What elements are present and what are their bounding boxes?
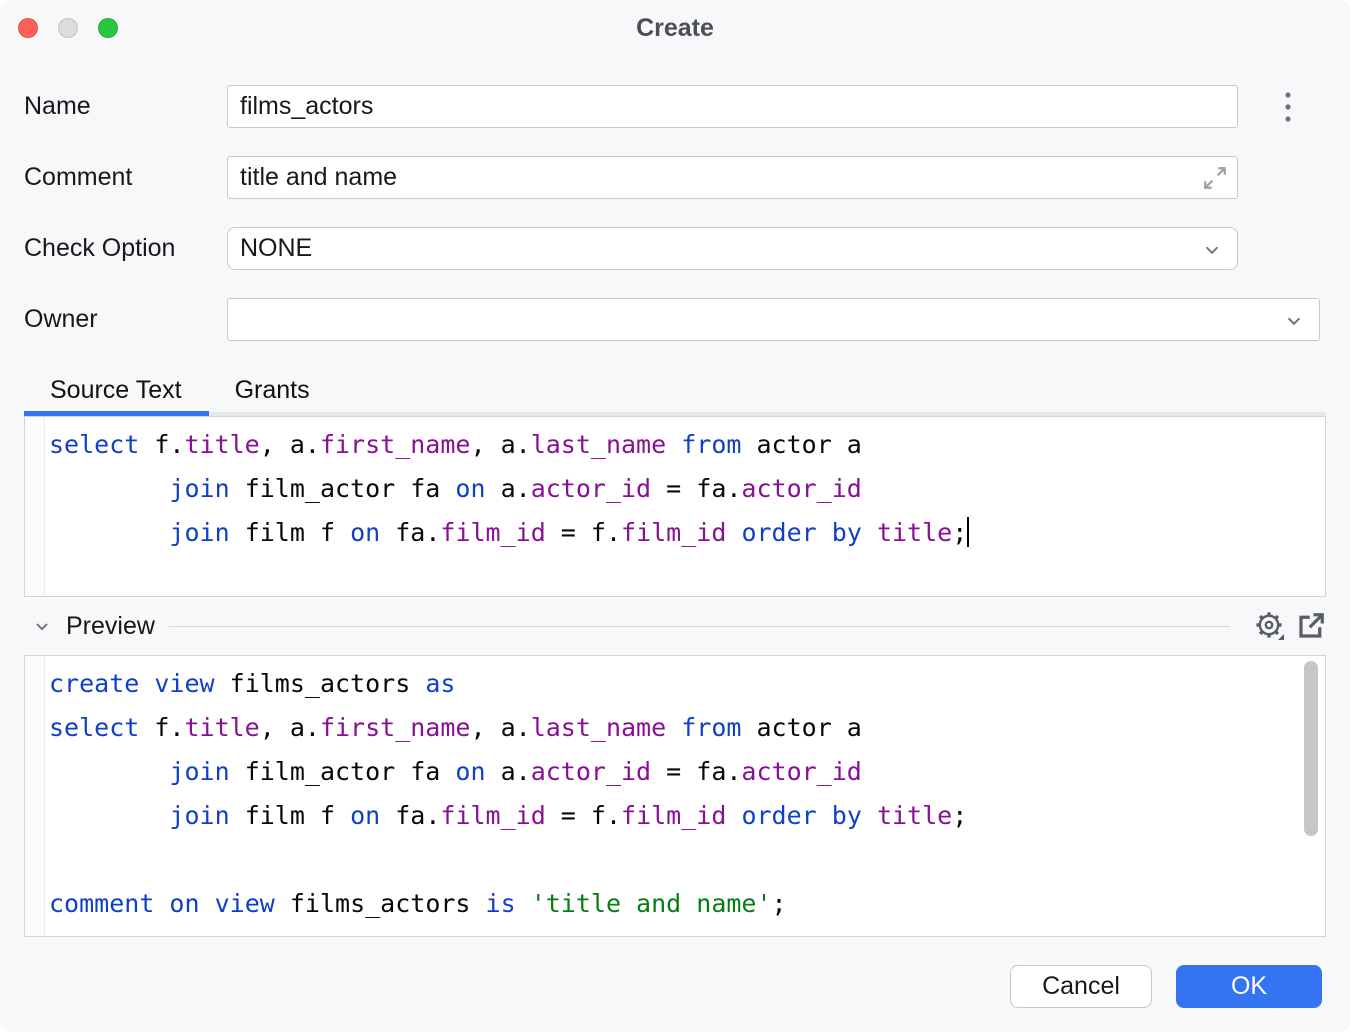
comment-row: Comment — [24, 156, 1326, 199]
text-caret — [967, 517, 970, 547]
tab-source-text[interactable]: Source Text — [24, 367, 209, 416]
collapse-chevron-icon[interactable] — [30, 614, 54, 638]
chevron-down-icon[interactable] — [1283, 310, 1305, 339]
open-in-window-icon[interactable] — [1296, 611, 1326, 641]
tab-grants-label: Grants — [234, 376, 310, 404]
editor-gutter — [25, 417, 45, 596]
scrollbar-thumb[interactable] — [1304, 661, 1318, 836]
chevron-down-icon[interactable] — [1201, 239, 1223, 268]
cancel-button[interactable]: Cancel — [1010, 965, 1152, 1008]
form: Name Comment — [0, 56, 1350, 341]
titlebar: Create — [0, 0, 1350, 56]
preview-header: Preview — [0, 597, 1350, 655]
kebab-menu-icon[interactable] — [1279, 88, 1297, 126]
owner-select[interactable] — [227, 298, 1320, 341]
preview-title: Preview — [66, 611, 155, 640]
close-button[interactable] — [18, 18, 38, 38]
zoom-button[interactable] — [98, 18, 118, 38]
page-title: Create — [636, 14, 714, 42]
name-input[interactable] — [227, 85, 1238, 128]
ok-button[interactable]: OK — [1176, 965, 1322, 1008]
settings-gear-icon[interactable] — [1254, 610, 1286, 642]
owner-row: Owner — [24, 298, 1326, 341]
comment-input[interactable] — [227, 156, 1238, 199]
tab-bar: Source Text Grants — [24, 367, 1326, 416]
footer: Cancel OK — [0, 965, 1322, 1008]
name-row: Name — [24, 85, 1326, 128]
expand-editor-icon[interactable] — [1202, 165, 1228, 196]
comment-label: Comment — [24, 163, 133, 191]
tab-grants[interactable]: Grants — [209, 367, 337, 412]
editor-gutter — [25, 656, 45, 936]
check-option-label: Check Option — [24, 234, 176, 262]
owner-label: Owner — [24, 305, 98, 333]
check-option-value: NONE — [240, 234, 313, 262]
divider — [168, 625, 1230, 627]
name-label: Name — [24, 92, 91, 120]
source-editor: select f.title, a.first_name, a.last_nam… — [24, 416, 1326, 597]
tab-source-text-label: Source Text — [50, 376, 182, 404]
check-option-select[interactable]: NONE — [227, 227, 1238, 270]
source-code-area[interactable]: select f.title, a.first_name, a.last_nam… — [49, 430, 970, 547]
check-option-row: Check Option NONE — [24, 227, 1326, 270]
minimize-button[interactable] — [58, 18, 78, 38]
